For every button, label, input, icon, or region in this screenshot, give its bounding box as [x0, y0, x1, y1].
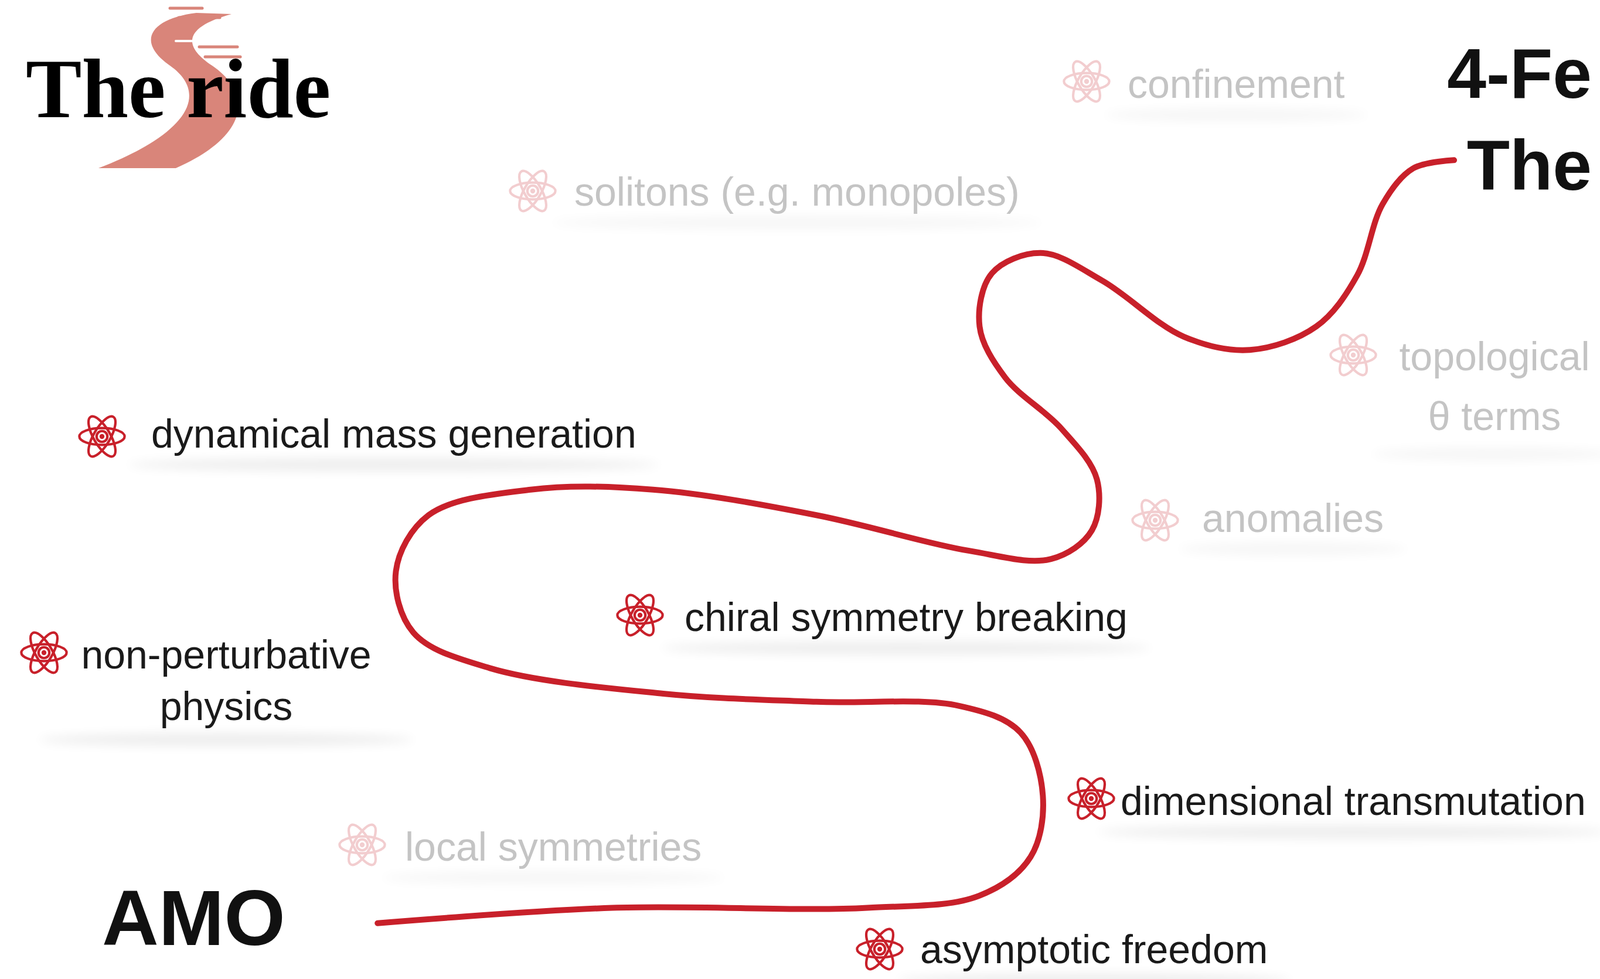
atom-icon — [509, 167, 556, 215]
label-shadow — [1097, 825, 1600, 839]
topic-label: solitons (e.g. monopoles) — [574, 168, 1020, 215]
topic-label: dimensional transmutation — [1120, 778, 1586, 825]
label-shadow — [661, 641, 1152, 655]
topic-label: chiral symmetry breaking — [684, 594, 1128, 640]
label-shadow — [550, 216, 1044, 230]
label-shadow — [127, 458, 660, 472]
atom-icon — [1063, 57, 1109, 105]
atom-icons — [21, 57, 1376, 973]
atom-icon — [617, 591, 663, 639]
atom-icon — [21, 628, 67, 677]
heading-fragment: The — [1466, 124, 1592, 206]
label-shadow — [38, 733, 414, 747]
atom-icon — [1132, 496, 1178, 544]
topic-label: non-perturbative physics — [62, 629, 391, 732]
slide-title: The ride — [25, 41, 331, 138]
label-shadow — [381, 871, 725, 885]
topic-label: asymptotic freedom — [920, 926, 1268, 973]
start-label: AMO — [101, 873, 286, 964]
atom-icon — [339, 821, 385, 869]
atom-icon — [79, 412, 125, 461]
atom-icon — [856, 925, 902, 973]
topic-label: anomalies — [1202, 495, 1384, 541]
topic-label: dynamical mass generation — [151, 410, 637, 457]
atom-icon — [1068, 774, 1114, 823]
label-shadow — [1371, 447, 1600, 461]
heading-fragment: 4-Fe — [1447, 32, 1592, 114]
topic-label: confinement — [1127, 60, 1345, 107]
label-shadow — [1104, 108, 1368, 122]
topic-label: local symmetries — [404, 824, 702, 870]
label-shadow — [896, 974, 1292, 979]
atom-icon — [1330, 331, 1376, 379]
topic-label: topological θ terms — [1394, 327, 1595, 447]
label-shadows — [38, 108, 1600, 979]
label-shadow — [1178, 542, 1408, 556]
